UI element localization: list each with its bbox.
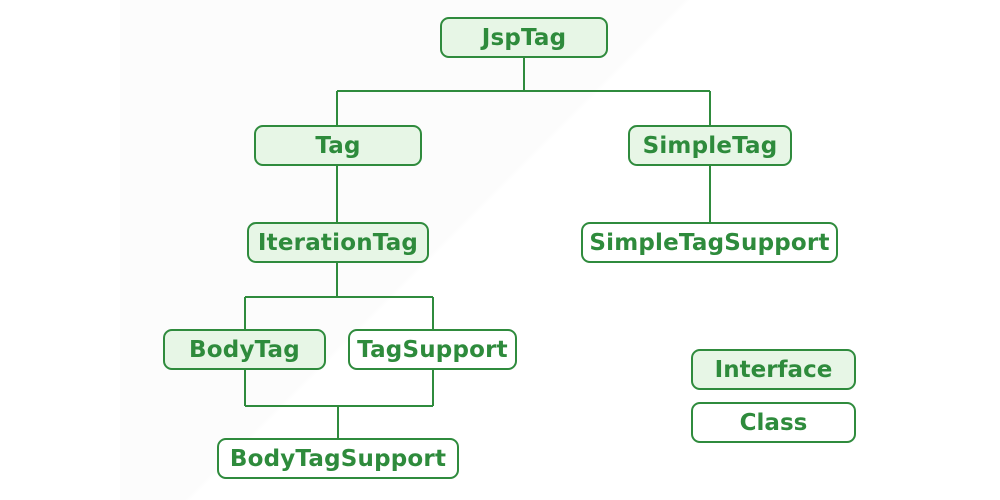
node-simpletagsupport-label: SimpleTagSupport [589, 229, 830, 256]
node-jsptag-label: JspTag [481, 24, 567, 51]
node-iterationtag-label: IterationTag [257, 229, 419, 256]
node-simpletagsupport[interactable]: SimpleTagSupport [581, 222, 838, 263]
legend-item-interface: Interface [691, 349, 856, 390]
node-bodytagsupport-label: BodyTagSupport [229, 445, 447, 472]
legend-item-class: Class [691, 402, 856, 443]
node-iterationtag[interactable]: IterationTag [247, 222, 429, 263]
node-jsptag[interactable]: JspTag [440, 17, 608, 58]
node-tag-label: Tag [315, 132, 361, 159]
node-simpletag-label: SimpleTag [642, 132, 778, 159]
node-tagsupport-label: TagSupport [357, 336, 508, 363]
legend-class-label: Class [739, 409, 808, 436]
node-bodytagsupport[interactable]: BodyTagSupport [217, 438, 459, 479]
node-tag[interactable]: Tag [254, 125, 422, 166]
node-simpletag[interactable]: SimpleTag [628, 125, 792, 166]
node-tagsupport[interactable]: TagSupport [348, 329, 517, 370]
legend-interface-label: Interface [714, 356, 833, 383]
node-bodytag[interactable]: BodyTag [163, 329, 326, 370]
node-bodytag-label: BodyTag [189, 336, 300, 363]
